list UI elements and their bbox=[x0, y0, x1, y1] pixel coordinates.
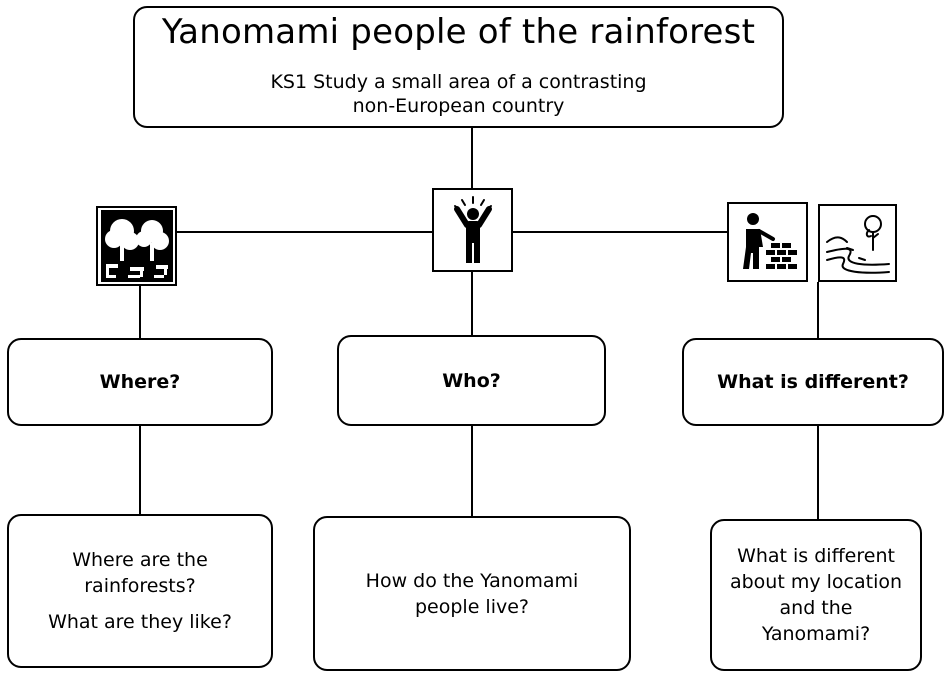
who-heading: Who? bbox=[442, 369, 501, 392]
where-heading: Where? bbox=[99, 371, 181, 393]
where-heading-box: Where? bbox=[7, 338, 273, 426]
who-heading-box: Who? bbox=[337, 335, 606, 426]
who-question-line-2: people live? bbox=[414, 595, 530, 618]
different-question-line-4: Yanomami? bbox=[761, 623, 871, 645]
person-cheering-icon bbox=[432, 188, 513, 272]
where-question-line-2: rainforests? bbox=[84, 575, 196, 597]
page-subtitle: KS1 Study a small area of a contrasting … bbox=[270, 70, 646, 118]
different-question-line-2: about my location bbox=[729, 571, 903, 593]
different-heading: What is different? bbox=[717, 371, 909, 393]
who-question-line-1: How do the Yanomami bbox=[365, 569, 579, 592]
where-question-line-1: Where are the bbox=[72, 549, 208, 571]
subtitle-line-1: KS1 Study a small area of a contrasting bbox=[270, 71, 647, 93]
different-heading-box: What is different? bbox=[682, 338, 944, 426]
subtitle-line-2: non-European country bbox=[352, 95, 565, 117]
different-question-line-1: What is different bbox=[737, 545, 895, 567]
builder-bricks-icon bbox=[727, 202, 808, 282]
rainforest-trees-icon bbox=[96, 206, 177, 286]
different-question-box: What is different about my location and … bbox=[710, 519, 922, 671]
river-landscape-icon bbox=[818, 204, 897, 282]
where-question-box: Where are the rainforests? What are they… bbox=[7, 514, 273, 668]
different-question-line-3: and the bbox=[779, 597, 853, 619]
page-title: Yanomami people of the rainforest bbox=[161, 12, 756, 52]
where-question-line-3: What are they like? bbox=[48, 611, 232, 633]
who-question-box: How do the Yanomami people live? bbox=[313, 516, 631, 671]
title-box: Yanomami people of the rainforest KS1 St… bbox=[133, 6, 784, 128]
